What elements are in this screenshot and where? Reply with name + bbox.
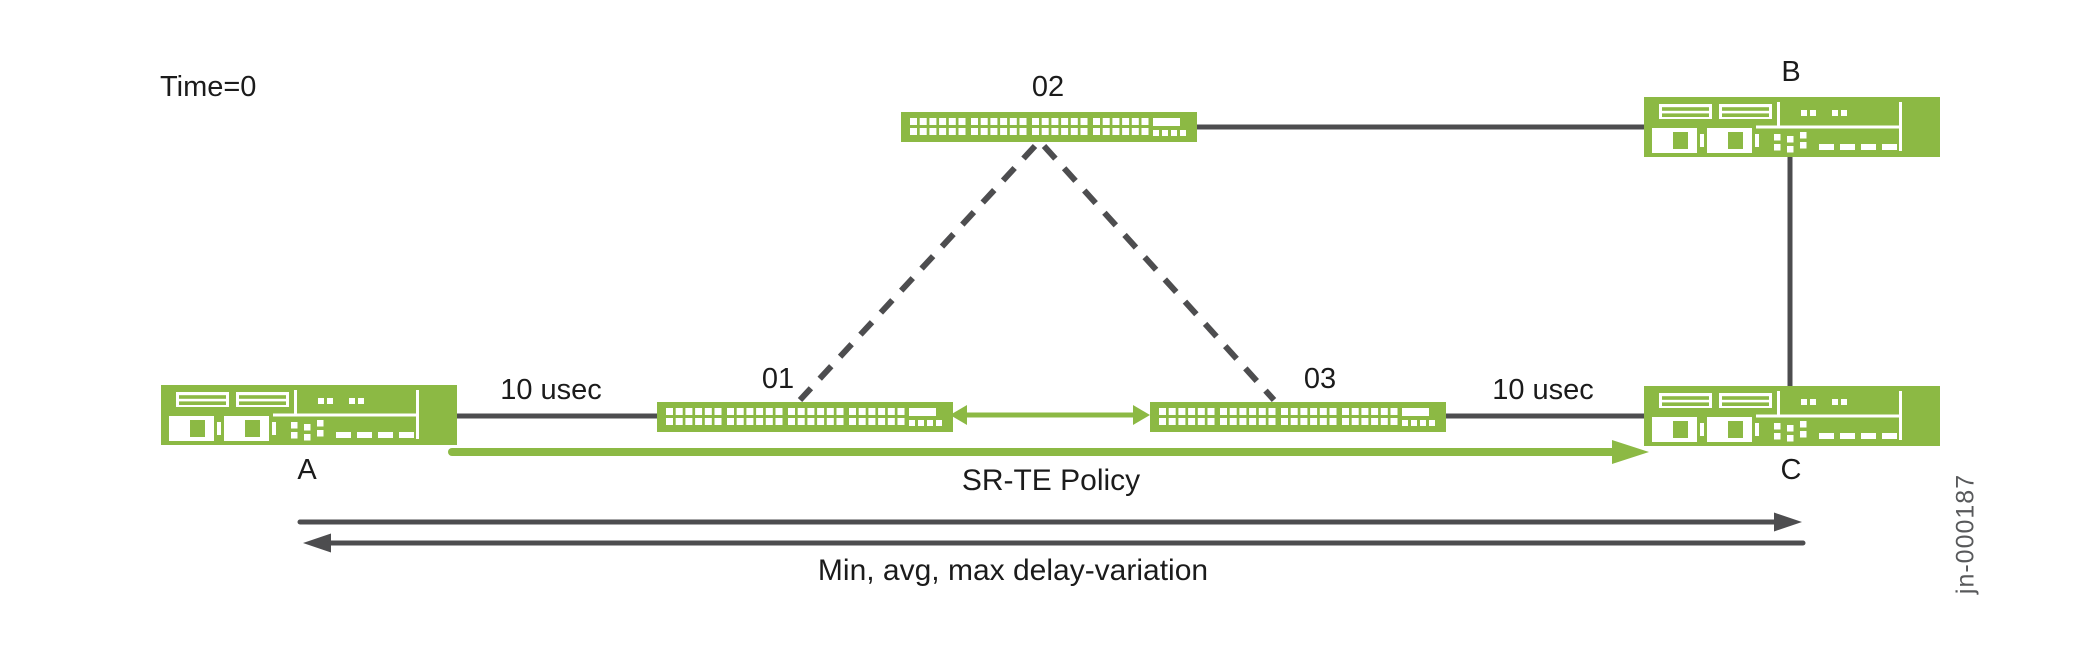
dashed-link-02-to-03 xyxy=(1041,143,1277,403)
dashed-link-02-to-01 xyxy=(797,143,1038,403)
delay-measure-arrow-forward xyxy=(297,512,1802,532)
delay-variation-label: Min, avg, max delay-variation xyxy=(817,554,1209,587)
router-b-icon xyxy=(1644,97,1940,157)
switch-01-icon xyxy=(657,402,953,432)
srte-policy-label: SR-TE Policy xyxy=(961,464,1141,497)
time-label: Time=0 xyxy=(160,71,257,103)
delay-measure-arrow-return xyxy=(303,533,1806,553)
router-a-icon xyxy=(161,385,457,445)
router-a-label: A xyxy=(297,454,317,486)
link-01-to-03-double-arrow xyxy=(950,405,1150,425)
link-03-c-latency-label: 10 usec xyxy=(1492,374,1594,406)
switch-03-icon xyxy=(1150,402,1446,432)
router-c-label: C xyxy=(1780,454,1802,486)
figure-id-watermark: jn-000187 xyxy=(1951,473,1980,595)
router-c-icon xyxy=(1644,386,1940,446)
switch-02-icon xyxy=(901,112,1197,142)
switch-01-label: 01 xyxy=(761,363,795,395)
switch-02-label: 02 xyxy=(1031,71,1065,103)
link-a-01-latency-label: 10 usec xyxy=(500,374,602,406)
router-b-label: B xyxy=(1781,56,1801,88)
srte-policy-arrow xyxy=(448,440,1649,464)
switch-03-label: 03 xyxy=(1303,363,1337,395)
